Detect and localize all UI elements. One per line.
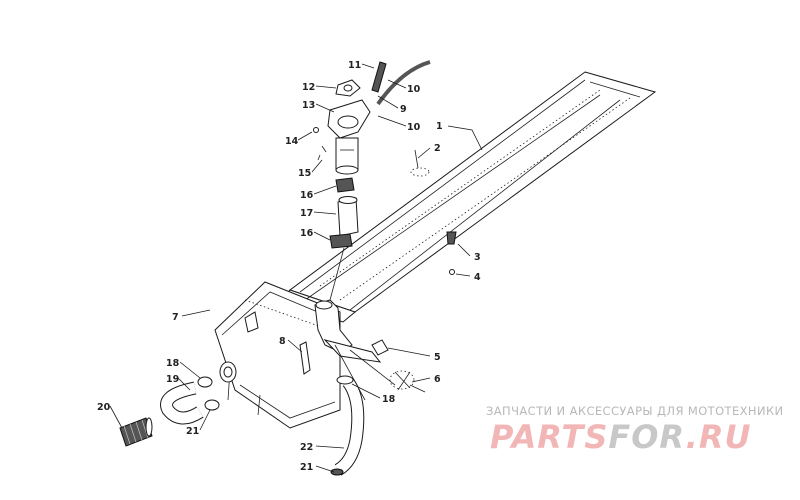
callout-13: 13 [302,100,315,111]
callout-9: 9 [400,104,407,115]
logo-ru: .RU [685,418,752,456]
callout-14: 14 [285,136,299,147]
callout-18-left: 18 [166,358,180,369]
leader-lines [109,63,483,473]
callout-21-bottom: 21 [300,462,313,473]
callout-19: 19 [166,374,179,385]
watermark-tagline: ЗАПЧАСТИ И АКСЕССУАРЫ ДЛЯ МОТОТЕХНИКИ [486,404,784,418]
lower-hose [330,375,365,476]
callout-1: 1 [436,121,443,132]
left-hose-set [119,376,220,447]
callout-2: 2 [434,143,441,154]
filler-neck-assembly [313,60,431,175]
upper-hose-clamps [329,177,359,301]
callout-15: 15 [298,168,311,179]
callout-12: 12 [302,82,315,93]
callout-10-upper: 10 [407,84,421,95]
callout-18-right: 18 [382,394,396,405]
callout-3: 3 [474,252,481,263]
corrugated-hose [119,417,153,447]
callout-7: 7 [172,312,179,323]
callout-22: 22 [300,442,313,453]
logo-parts: PARTS [490,418,609,456]
logo-for: FOR [608,418,686,456]
callout-16-upper: 16 [300,190,314,201]
fastener-hardware [410,149,457,275]
heat-exchanger [214,281,341,429]
callout-4: 4 [474,272,481,283]
callout-10-lower: 10 [407,122,421,133]
callout-16-lower: 16 [300,228,314,239]
callout-11: 11 [348,60,361,71]
bracket-part-8 [299,341,311,375]
callout-labels: 1 2 3 4 5 6 7 8 9 10 10 11 12 13 14 15 1… [97,60,481,473]
tee-fitting [314,299,396,401]
callout-21-left: 21 [186,426,199,437]
callout-6: 6 [434,374,441,385]
callout-20: 20 [97,402,111,413]
callout-8: 8 [279,336,286,347]
sensor-fitting [371,339,426,393]
watermark-logo: PARTSFOR.RU [490,418,751,456]
callout-17: 17 [300,208,313,219]
callout-5: 5 [434,352,441,363]
